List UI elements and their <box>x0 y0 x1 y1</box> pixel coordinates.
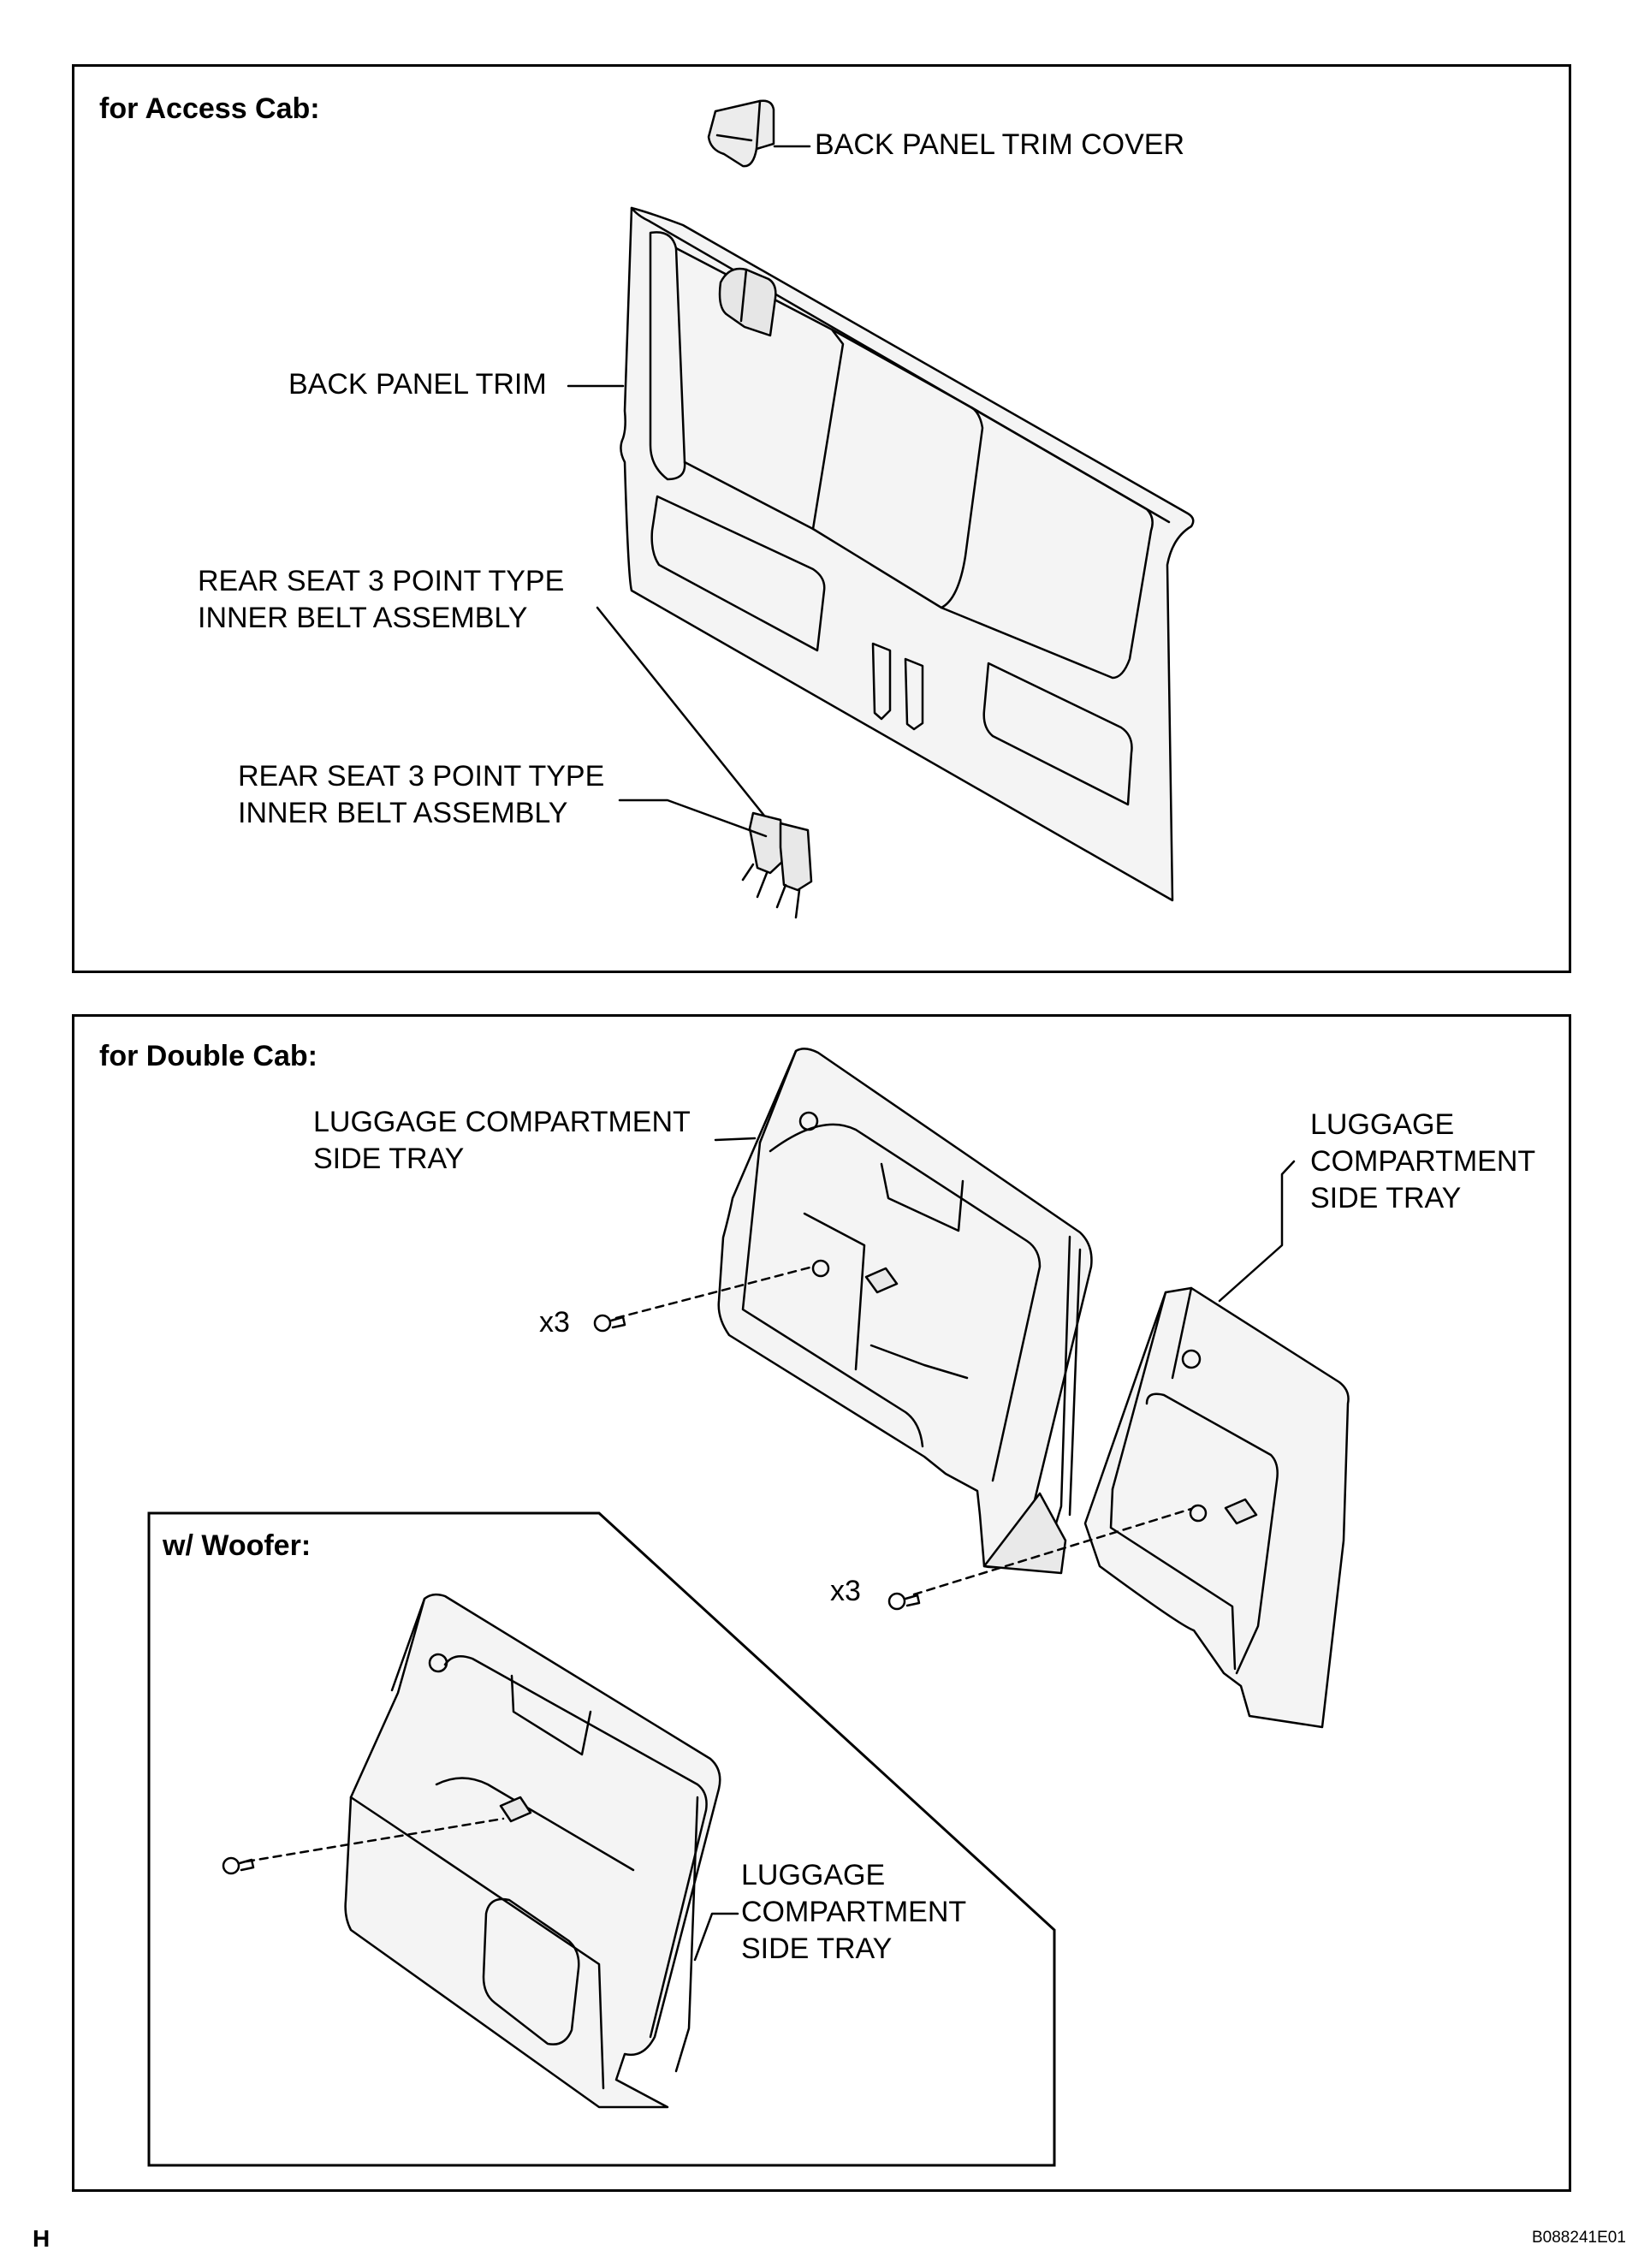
woofer-screw-dashed-line <box>245 1817 505 1863</box>
luggage-tray-left-part <box>717 1048 1093 1575</box>
belt-upper-label-line-2: INNER BELT ASSEMBLY <box>198 602 528 634</box>
woofer-luggage-tray-part <box>344 1593 721 2109</box>
trim-cover-label: BACK PANEL TRIM COVER <box>815 128 1185 161</box>
belt-lower-leader <box>618 799 768 838</box>
screw-left-dashed-line <box>614 1265 815 1320</box>
inner-belt-buckle-part <box>741 811 813 919</box>
tray-right-leader <box>1218 1160 1296 1303</box>
tray-right-label-line-3: SIDE TRAY <box>1310 1182 1462 1214</box>
belt-lower-label-line-2: INNER BELT ASSEMBLY <box>238 797 568 829</box>
tray-right-label-line-2: COMPARTMENT <box>1310 1145 1536 1178</box>
tray-right-label-line-1: LUGGAGE <box>1310 1108 1455 1141</box>
screw-qty-left: x3 <box>539 1306 570 1339</box>
screw-left-part <box>593 1314 626 1333</box>
back-panel-trim-label: BACK PANEL TRIM <box>288 368 547 401</box>
back-panel-trim-part <box>620 206 1195 902</box>
tray-left-label-line-1: LUGGAGE COMPARTMENT <box>313 1106 691 1138</box>
belt-upper-leader <box>596 606 766 817</box>
belt-upper-label-line-1: REAR SEAT 3 POINT TYPE <box>198 565 565 597</box>
tray-left-leader <box>714 1137 757 1142</box>
woofer-tray-label-line-3: SIDE TRAY <box>741 1933 893 1965</box>
woofer-title: w/ Woofer: <box>163 1529 312 1562</box>
access-cab-title: for Access Cab: <box>99 92 320 125</box>
screw-right-part <box>887 1592 921 1611</box>
back-panel-trim-cover-part <box>707 99 775 168</box>
luggage-tray-right-part <box>1083 1286 1350 1729</box>
woofer-screw-part <box>222 1856 255 1875</box>
belt-lower-label-line-1: REAR SEAT 3 POINT TYPE <box>238 760 605 793</box>
double-cab-title: for Double Cab: <box>99 1040 318 1072</box>
tray-left-label-line-2: SIDE TRAY <box>313 1143 465 1175</box>
figure-code: B088241E01 <box>1532 2229 1626 2247</box>
woofer-tray-label-line-2: COMPARTMENT <box>741 1896 967 1928</box>
woofer-tray-label-line-1: LUGGAGE <box>741 1859 886 1891</box>
section-letter: H <box>33 2225 50 2252</box>
screw-right-dashed-line <box>912 1507 1193 1596</box>
woofer-tray-leader <box>693 1912 739 1962</box>
screw-qty-right: x3 <box>830 1575 861 1607</box>
